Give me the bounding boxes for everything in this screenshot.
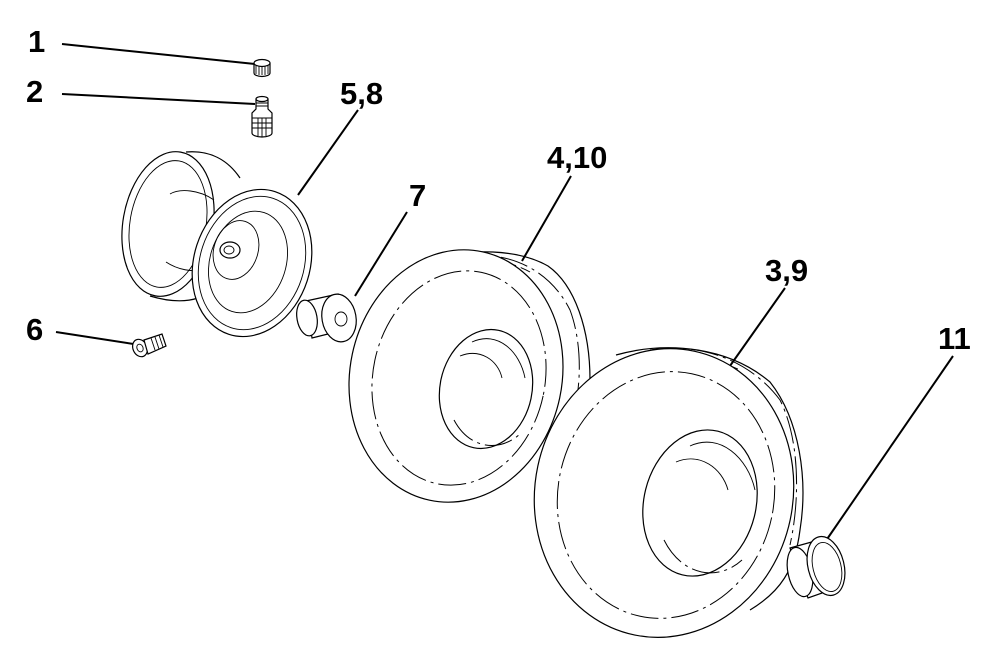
callout-1: 1 (28, 24, 45, 59)
callout-7: 7 (409, 178, 426, 213)
rear-tire-part (533, 347, 804, 638)
leader-line-1 (61, 43, 256, 65)
leader-line-2 (61, 93, 256, 105)
leader-line-7 (354, 211, 408, 297)
callout-4-10: 4,10 (547, 140, 607, 175)
bushing-part (296, 293, 357, 343)
callout-6: 6 (26, 312, 43, 347)
leader-lines (55, 43, 954, 546)
front-tire-part (348, 249, 591, 503)
valve-cap-part (253, 58, 271, 78)
leader-line-5-8 (297, 109, 359, 196)
callout-5-8: 5,8 (340, 76, 383, 111)
valve-stem-part (251, 95, 273, 138)
leader-line-11 (822, 355, 954, 546)
callout-11: 11 (938, 321, 971, 356)
leader-line-6 (55, 331, 141, 346)
wheel-rim-part (121, 151, 313, 338)
callout-3-9: 3,9 (765, 253, 808, 288)
hub-cap-part (786, 535, 846, 599)
leader-line-4-10 (521, 175, 572, 262)
leader-line-3-9 (724, 287, 786, 374)
screw-part (132, 333, 167, 358)
callout-2: 2 (26, 74, 43, 109)
